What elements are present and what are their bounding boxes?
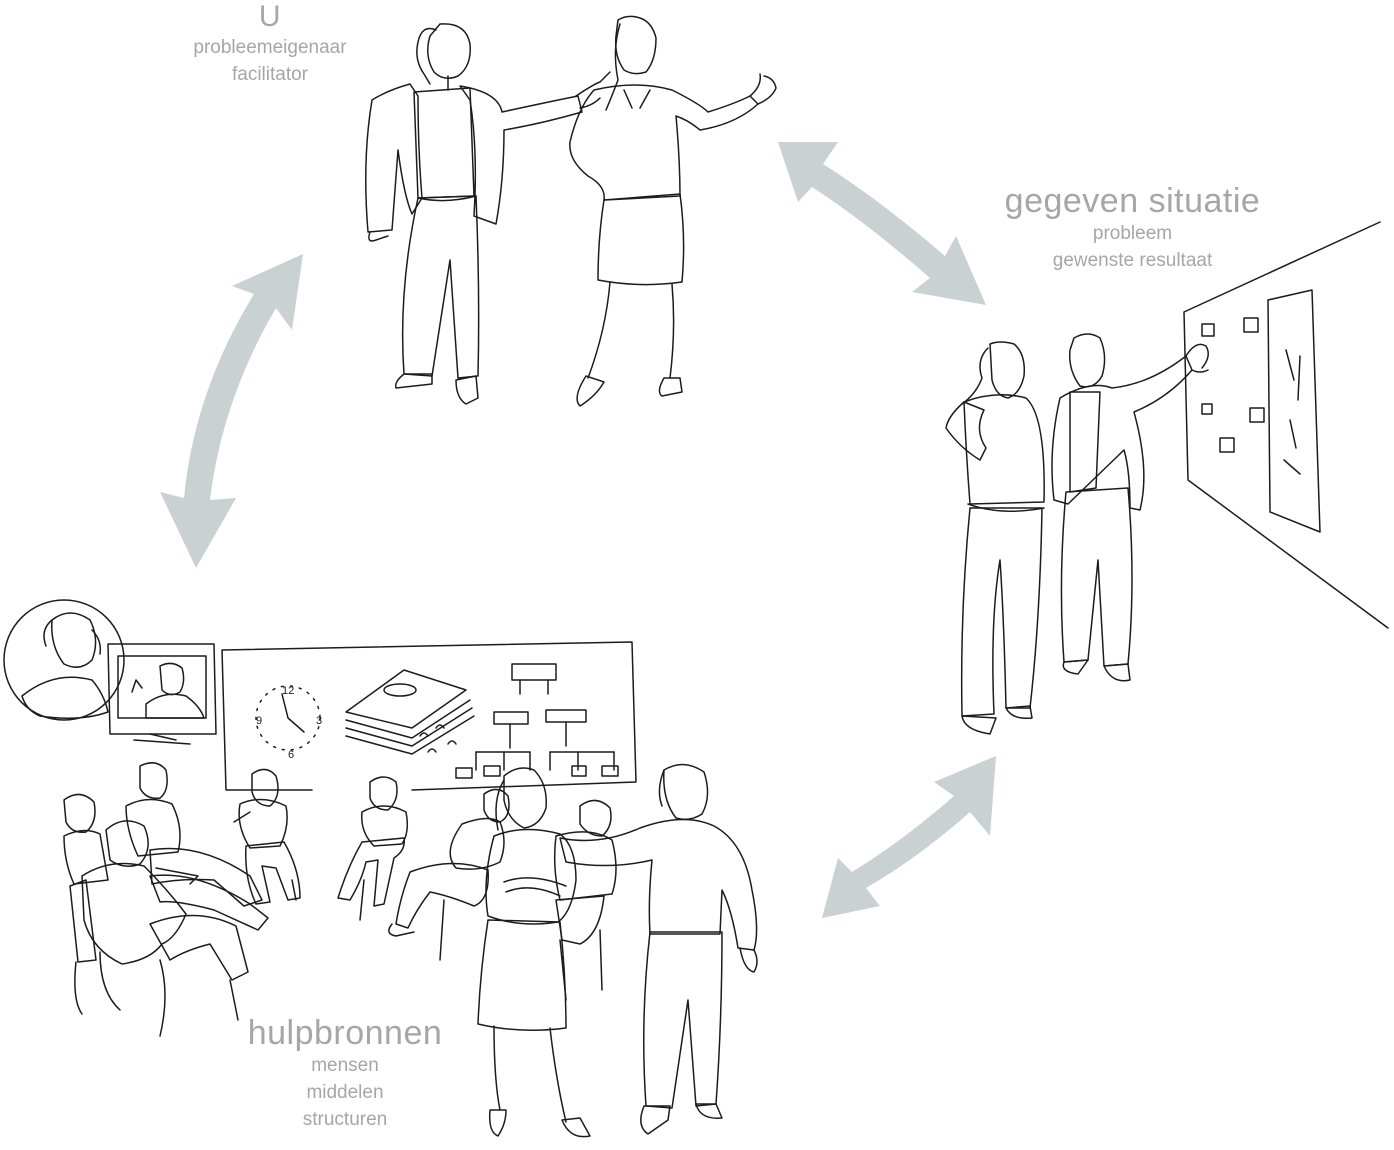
label-u-title: U xyxy=(180,0,360,34)
label-hulpbronnen-title: hulpbronnen xyxy=(220,1014,470,1052)
label-hulpbronnen-line-3: structuren xyxy=(220,1106,470,1133)
clock-numeral-9: 9 xyxy=(256,715,262,727)
label-u-line-2: facilitator xyxy=(180,61,360,88)
clock-numeral-3: 3 xyxy=(316,715,322,727)
arrow-u-to-situatie xyxy=(778,142,986,305)
money-stack-icon xyxy=(346,670,474,754)
label-hulpbronnen-line-2: middelen xyxy=(220,1079,470,1106)
phone-call-bubble xyxy=(4,600,124,720)
whiteboard xyxy=(1184,222,1388,628)
clock-icon: 12 3 6 9 xyxy=(256,685,322,761)
man-red-jacket xyxy=(366,24,610,404)
standing-woman-front xyxy=(478,768,590,1137)
man-yellow-shirt xyxy=(946,342,1044,734)
label-situatie-line-1: probleem xyxy=(970,220,1295,247)
label-u-line-1: probleemeigenaar xyxy=(180,34,360,61)
arrow-situatie-to-hulpbronnen xyxy=(822,756,996,918)
org-chart-icon xyxy=(456,664,618,778)
label-hulpbronnen: hulpbronnen mensen middelen structuren xyxy=(220,1014,470,1133)
standing-man-slate xyxy=(560,764,757,1134)
situatie-group xyxy=(946,222,1388,734)
woman-mint-blouse xyxy=(570,16,776,406)
label-hulpbronnen-line-1: mensen xyxy=(220,1052,470,1079)
arrow-hulpbronnen-to-u xyxy=(160,254,303,568)
label-u: U probleemeigenaar facilitator xyxy=(180,0,360,88)
u-people-group xyxy=(366,16,776,406)
label-situatie-title: gegeven situatie xyxy=(970,182,1295,220)
seated-people xyxy=(64,763,616,1036)
clock-numeral-6: 6 xyxy=(288,749,294,761)
man-green-jacket xyxy=(1052,334,1208,681)
label-situatie-line-2: gewenste resultaat xyxy=(970,247,1295,274)
clock-numeral-12: 12 xyxy=(282,685,294,697)
label-gegeven-situatie: gegeven situatie probleem gewenste resul… xyxy=(970,182,1295,274)
